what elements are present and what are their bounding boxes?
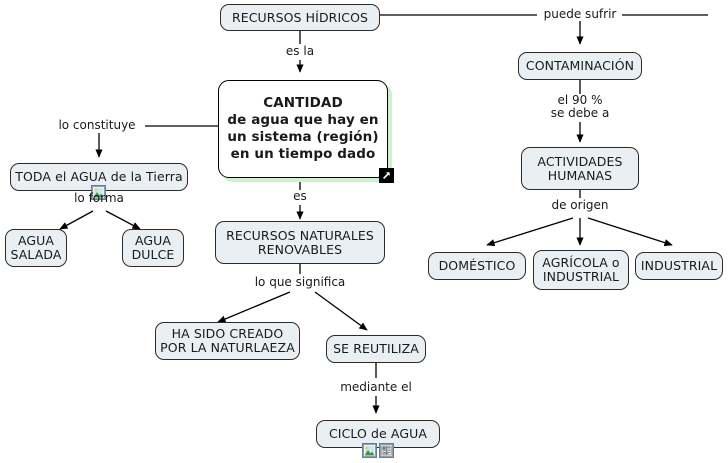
node-agua-salada[interactable]: AGUA SALADA	[5, 229, 67, 267]
edge-label-es: es	[293, 189, 307, 203]
node-industrial[interactable]: INDUSTRIAL	[635, 252, 723, 280]
image-resource-icon[interactable]	[91, 185, 106, 200]
edge-label-lo-constituye: lo constituye	[58, 118, 136, 132]
edge-label-de-origen: de origen	[551, 198, 609, 212]
edge-label-lo-que-significa: lo que significa	[254, 275, 346, 289]
edge-label-mediante-el: mediante el	[340, 380, 412, 394]
node-agua-dulce[interactable]: AGUA DULCE	[122, 229, 184, 267]
edge-label-lo-forma: lo forma	[74, 191, 124, 205]
node-ha-sido-creado-por-la-naturaleza[interactable]: HA SIDO CREADO POR LA NATURLAEZA	[155, 322, 300, 360]
image-resource-icon[interactable]	[362, 443, 377, 458]
node-ciclo-de-agua[interactable]: CICLO de AGUA	[316, 420, 440, 448]
edge-label-puede-sufrir: puede sufrir	[543, 7, 617, 21]
node-actividades-humanas[interactable]: ACTIVIDADES HUMANAS	[521, 147, 639, 190]
document-resource-icon[interactable]	[379, 443, 394, 458]
node-recursos-hidricos[interactable]: RECURSOS HÍDRICOS	[220, 4, 380, 31]
node-recursos-naturales-renovables[interactable]: RECURSOS NATURALES RENOVABLES	[215, 221, 385, 264]
node-domestico[interactable]: DOMÉSTICO	[428, 252, 526, 280]
node-agricola-o-industrial[interactable]: AGRÍCOLA o INDUSTRIAL	[533, 250, 629, 290]
node-cantidad[interactable]: CANTIDAD de agua que hay en un sistema (…	[218, 80, 388, 178]
node-se-reutiliza[interactable]: SE REUTILIZA	[326, 335, 426, 363]
edge-label-el-90-se-debe-a: el 90 % se debe a	[550, 93, 610, 120]
edge-label-es-la: es la	[285, 44, 315, 58]
expand-arrow-icon[interactable]	[379, 168, 394, 183]
node-contaminacion[interactable]: CONTAMINACIÓN	[518, 52, 642, 80]
